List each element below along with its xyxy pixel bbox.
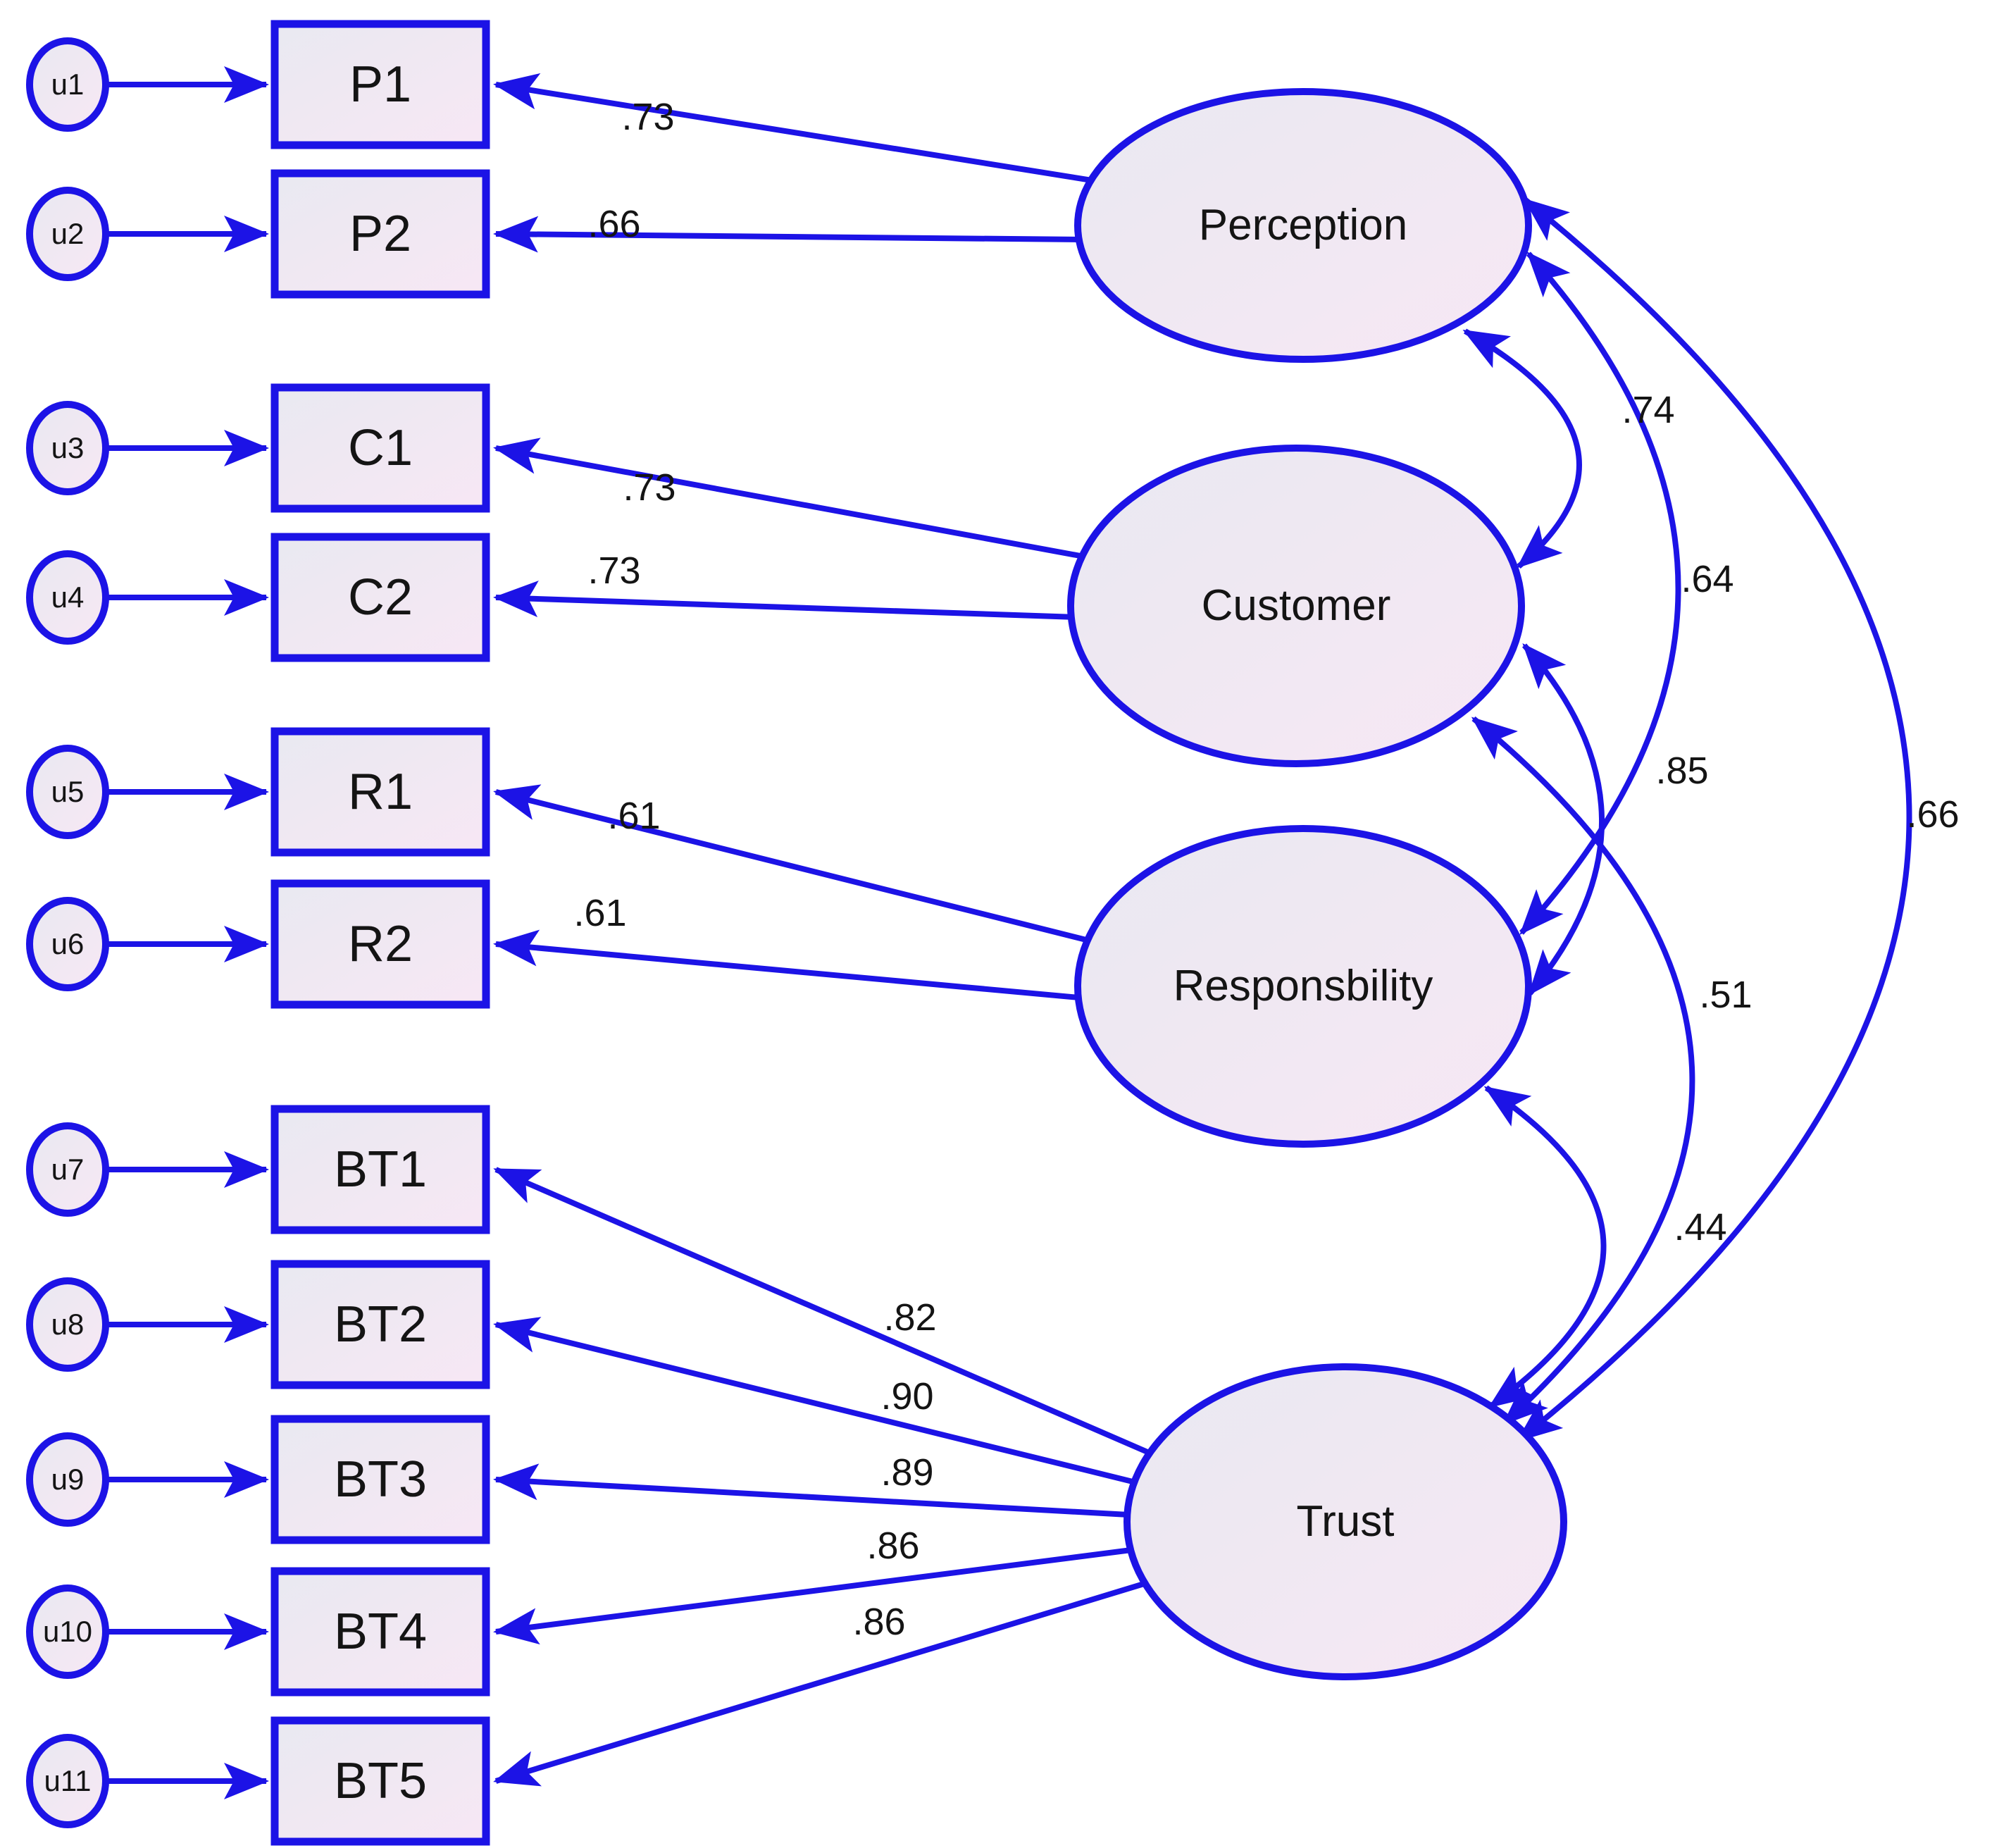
error-term-u2	[26, 187, 109, 281]
loading-arrow-BT1	[493, 1167, 1154, 1457]
error-term-u11	[26, 1734, 109, 1828]
covariance-value-Customer-Trust: .51	[1699, 974, 1752, 1016]
observed-box-R2	[270, 879, 490, 1009]
latent-label-Customer: Customer	[1202, 581, 1391, 630]
observed-box-BT2	[270, 1260, 490, 1389]
observed-box-BT1	[270, 1105, 490, 1234]
error-term-u5	[26, 745, 109, 839]
error-term-label-u7: u7	[51, 1153, 85, 1186]
error-term-label-u9: u9	[51, 1463, 85, 1496]
error-term-u8	[26, 1277, 109, 1372]
error-term-label-u10: u10	[43, 1615, 92, 1648]
error-term-u1	[26, 37, 109, 132]
loading-arrow-BT2	[493, 1317, 1136, 1485]
observed-label-R2: R2	[348, 916, 413, 972]
loading-value-BT2: .90	[880, 1375, 933, 1418]
loading-value-C1: .73	[623, 466, 676, 509]
covariance-value-Perception-Trust: .66	[1906, 793, 1959, 836]
latent-label-Perception: Perception	[1199, 201, 1407, 249]
loading-value-BT3: .89	[880, 1451, 933, 1494]
loading-arrow-C2	[493, 581, 1078, 620]
covariance-value-Perception-Responsbility: .64	[1681, 558, 1733, 600]
observed-box-P1	[270, 20, 490, 149]
loading-arrow-P1	[493, 73, 1093, 183]
observed-label-BT1: BT1	[334, 1141, 427, 1198]
error-term-label-u4: u4	[51, 581, 85, 614]
observed-label-P2: P2	[349, 206, 411, 262]
loading-value-C2: .73	[587, 550, 640, 592]
observed-box-C1	[270, 383, 490, 513]
error-term-label-u3: u3	[51, 431, 85, 464]
observed-label-BT5: BT5	[334, 1753, 427, 1809]
error-term-label-u2: u2	[51, 217, 85, 250]
observed-label-BT2: BT2	[334, 1296, 427, 1353]
loading-value-P1: .73	[621, 96, 674, 138]
error-term-label-u11: u11	[44, 1764, 92, 1797]
latent-label-Trust: Trust	[1297, 1497, 1395, 1546]
error-term-u6	[26, 897, 109, 991]
error-term-label-u8: u8	[51, 1308, 85, 1341]
observed-label-C1: C1	[348, 420, 413, 476]
observed-box-P2	[270, 169, 490, 299]
loading-arrow-C1	[493, 438, 1093, 561]
covariance-arc-Customer-Responsbility	[1522, 643, 1605, 996]
covariance-value-Perception-Customer: .74	[1621, 389, 1674, 431]
error-term-label-u5: u5	[51, 775, 85, 808]
loading-arrow-BT5	[493, 1581, 1145, 1787]
covariance-arc-Customer-Trust	[1471, 716, 1695, 1425]
error-term-u4	[26, 550, 109, 645]
loading-arrow-R1	[493, 784, 1093, 944]
loading-value-R2: .61	[573, 892, 626, 934]
loading-arrow-R2	[493, 929, 1080, 1000]
observed-box-R1	[270, 727, 490, 857]
observed-box-BT3	[270, 1415, 490, 1544]
loading-arrow-BT4	[493, 1547, 1132, 1645]
observed-label-BT3: BT3	[334, 1451, 427, 1508]
error-term-u10	[26, 1585, 109, 1679]
loading-value-BT4: .86	[866, 1525, 919, 1567]
latent-ellipse-Trust	[1123, 1363, 1567, 1680]
error-term-u3	[26, 401, 109, 495]
loading-arrow-P2	[493, 216, 1081, 253]
labels-layer: u1 P1 u2 P2 u3 C1 u4 C2 u5 R1 u6 R2 u7 BT1 u8 BT2 u9 BT3 u…	[43, 56, 1960, 1809]
loading-value-BT1: .82	[883, 1296, 936, 1339]
covariance-value-Responsbility-Trust: .44	[1674, 1206, 1726, 1248]
error-term-label-u6: u6	[51, 927, 85, 960]
loading-value-BT5: .86	[852, 1601, 905, 1643]
loading-value-P2: .66	[587, 203, 640, 245]
shapes-layer	[26, 20, 1567, 1846]
error-term-u7	[26, 1122, 109, 1217]
observed-label-C2: C2	[348, 569, 413, 626]
edges-layer	[108, 66, 1912, 1799]
observed-label-BT4: BT4	[334, 1604, 427, 1660]
covariance-arc-Responsbility-Trust	[1483, 1085, 1607, 1409]
latent-ellipse-Perception	[1074, 88, 1532, 363]
observed-label-R1: R1	[348, 764, 413, 820]
latent-ellipse-Responsbility	[1074, 825, 1532, 1148]
observed-label-P1: P1	[349, 56, 411, 113]
observed-box-BT4	[270, 1567, 490, 1697]
error-term-label-u1: u1	[51, 68, 85, 101]
latent-label-Responsbility: Responsbility	[1174, 962, 1433, 1010]
loading-value-R1: .61	[607, 795, 660, 837]
covariance-arc-Perception-Trust	[1516, 197, 1912, 1443]
covariance-value-Customer-Responsbility: .85	[1655, 750, 1708, 792]
latent-ellipse-Customer	[1067, 445, 1525, 767]
error-term-u9	[26, 1432, 109, 1527]
observed-box-BT5	[270, 1716, 490, 1846]
observed-box-C2	[270, 533, 490, 662]
loading-arrow-BT3	[493, 1463, 1129, 1518]
